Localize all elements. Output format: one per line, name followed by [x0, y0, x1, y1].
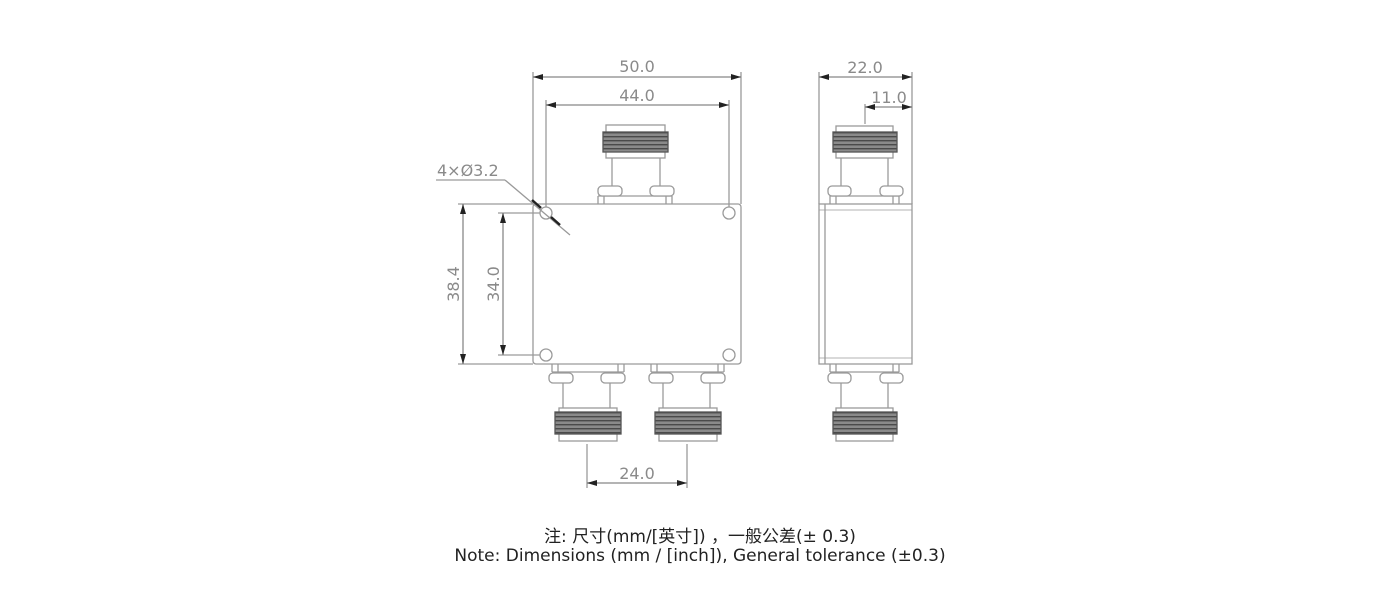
- dim-overall-width: [532, 72, 742, 204]
- label-connector-offset: 11.0: [871, 88, 907, 107]
- thread-icon: [832, 411, 898, 435]
- splitter-body: [532, 203, 742, 365]
- thread-icon: [654, 411, 722, 435]
- label-hole-spacing-width: 44.0: [619, 86, 655, 105]
- hole-callout-leader: [436, 179, 571, 236]
- front-view: [436, 72, 742, 488]
- label-hole-callout: 4×Ø3.2: [437, 161, 499, 180]
- label-output-spacing: 24.0: [619, 464, 655, 483]
- label-side-depth: 22.0: [847, 58, 883, 77]
- dim-side-depth: [818, 72, 913, 204]
- engineering-drawing: 50.0 44.0 4×Ø3.2 38.4 34.0 24.0 22.0 11.…: [436, 57, 913, 488]
- label-overall-height: 38.4: [444, 266, 463, 302]
- side-view: [818, 72, 913, 442]
- thread-icon: [832, 131, 898, 153]
- input-connector: [597, 124, 675, 204]
- mounting-hole-br: [722, 348, 736, 362]
- note-english: Note: Dimensions (mm / [inch]), General …: [454, 546, 946, 566]
- note-chinese: 注: 尺寸(mm/[英寸]) ，一般公差(± 0.3): [544, 527, 856, 547]
- dim-hole-spacing-width: [545, 100, 730, 207]
- label-overall-width: 50.0: [619, 57, 655, 76]
- thread-icon: [554, 411, 622, 435]
- dim-overall-height: [458, 203, 533, 365]
- dim-hole-spacing-height: [498, 212, 540, 356]
- thread-icon: [602, 131, 669, 153]
- dim-output-spacing: [586, 444, 688, 488]
- side-body: [818, 203, 913, 365]
- label-hole-spacing-height: 34.0: [484, 266, 503, 302]
- dim-connector-offset: [864, 104, 912, 124]
- output-connector-1: [548, 364, 626, 442]
- output-connector-2: [648, 364, 726, 442]
